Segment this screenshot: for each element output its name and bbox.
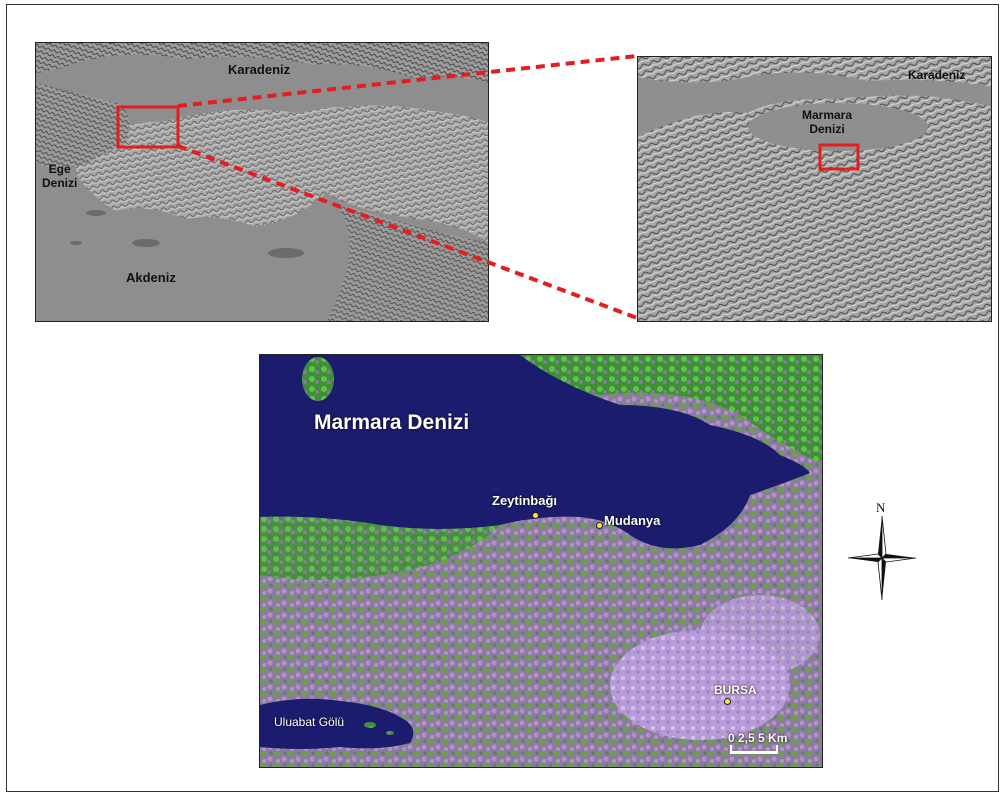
label-karadeniz: Karadeniz [228, 62, 291, 77]
city-marker-mudanya [596, 522, 603, 529]
connector-line-bottom [177, 144, 638, 320]
scale-bar-line [730, 751, 778, 754]
satellite-map: Marmara Denizi Zeytinbağı Mudanya BURSA … [259, 354, 823, 768]
city-marker-zeytinbagi [532, 512, 539, 519]
scale-bar-label: 0 2,5 5 Km [728, 731, 788, 745]
city-marker-bursa [724, 698, 731, 705]
regional-map: Karadeniz Marmara Denizi [637, 56, 992, 322]
scale-bar-tick-right [776, 745, 778, 754]
label-akdeniz: Akdeniz [126, 270, 176, 285]
regional-inset-box [818, 143, 860, 171]
scale-bar-tick-left [730, 745, 732, 754]
figure-frame [6, 4, 999, 792]
regional-terrain [638, 57, 991, 321]
overview-inset-box [116, 105, 180, 149]
compass-rose-icon [847, 515, 917, 600]
north-arrow: N [846, 500, 918, 600]
label-karadeniz-regional: Karadeniz [908, 68, 966, 82]
label-mudanya: Mudanya [604, 513, 661, 528]
label-bursa: BURSA [714, 683, 757, 697]
connector-line-top [177, 54, 638, 108]
label-marmara-denizi: Marmara Denizi [314, 411, 470, 434]
label-marmara-denizi-regional: Marmara Denizi [802, 108, 853, 136]
scale-bar: 0 2,5 5 Km [726, 731, 816, 761]
overview-terrain [36, 43, 488, 321]
label-ege-denizi: Ege Denizi [42, 162, 78, 190]
overview-map: Karadeniz Ege Denizi Akdeniz [35, 42, 489, 322]
label-zeytinbagi: Zeytinbağı [492, 493, 558, 508]
north-arrow-label: N [876, 500, 886, 515]
label-uluabat-golu: Uluabat Gölü [274, 715, 345, 729]
